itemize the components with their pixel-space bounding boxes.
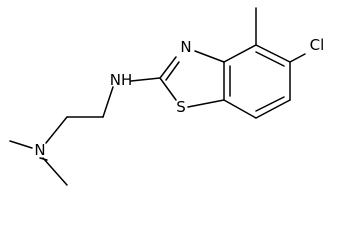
- bond-methyl-left-to-n: [9, 140, 33, 149]
- atom-cl: Cl: [310, 36, 325, 54]
- atom-labels: N NH N S Cl: [34, 36, 324, 159]
- bond-c6-c7-inner: [255, 96, 285, 112]
- atom-s-thiazole: S: [176, 98, 186, 116]
- bond-c2-s: [159, 77, 177, 101]
- bond-c4-c5-inner: [255, 51, 285, 67]
- bond-c6-c7: [255, 99, 291, 119]
- chemical-structure-diagram: N NH N S Cl: [9, 7, 324, 186]
- bond-nh-to-c2: [130, 77, 161, 82]
- atom-n-thiazole: N: [180, 38, 191, 56]
- atom-nh-secondary-amine: NH: [110, 71, 133, 89]
- atom-n-dimethylamino: N: [34, 141, 45, 159]
- bond-c7-c7a: [223, 99, 257, 119]
- bond-ch2-to-nh: [102, 86, 114, 118]
- bond-c4-c5: [255, 44, 291, 63]
- bond-c2-n3-outer: [159, 56, 177, 79]
- bond-s-c7a: [187, 99, 225, 108]
- bond-n-to-methyl-down: [42, 157, 68, 186]
- bond-c5-cl: [289, 53, 306, 63]
- bond-c3a-c4: [223, 44, 257, 63]
- bond-lines: [9, 7, 306, 186]
- bond-c2-n3-inner: [165, 61, 180, 81]
- bond-n-to-ch2: [45, 116, 68, 144]
- bond-n3-c3a: [194, 50, 225, 63]
